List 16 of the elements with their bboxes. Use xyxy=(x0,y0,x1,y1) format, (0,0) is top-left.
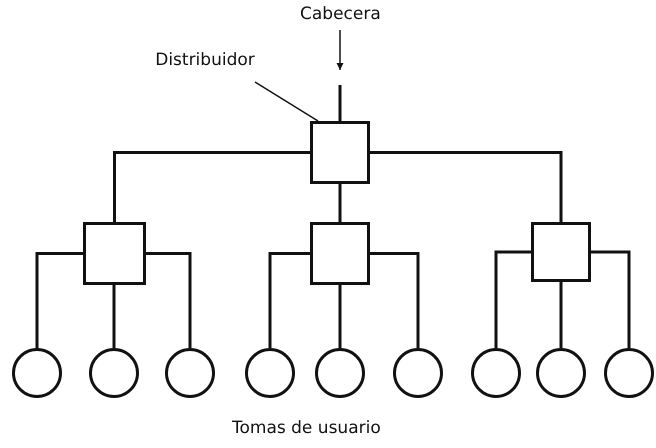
outlet-circle xyxy=(245,348,295,398)
node-label: Distribuidor xyxy=(145,50,265,74)
outlet-circle xyxy=(89,348,139,398)
outlet-circle xyxy=(536,348,586,398)
distributor-box xyxy=(531,222,591,282)
outlet-circle xyxy=(165,348,215,398)
distributor-box xyxy=(310,222,370,285)
outlet-circle xyxy=(12,348,62,398)
node-label: Cabecera xyxy=(300,4,380,28)
outlet-circle xyxy=(393,348,443,398)
outlet-circle xyxy=(604,348,654,398)
outlet-circle xyxy=(315,348,365,398)
distributor-box xyxy=(310,121,370,184)
outlet-circle xyxy=(471,348,521,398)
caption-label: Tomas de usuario xyxy=(232,418,381,438)
distributor-box xyxy=(83,222,146,285)
